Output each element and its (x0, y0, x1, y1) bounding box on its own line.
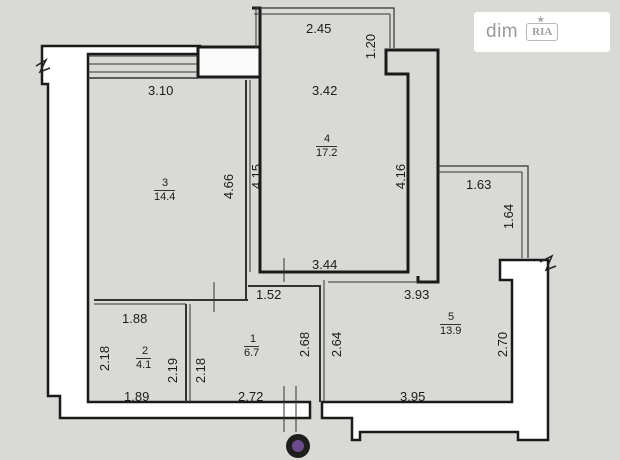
dim-room4-top: 3.42 (312, 83, 338, 98)
dim-room2-left: 2.18 (97, 345, 113, 372)
dim-room5-top: 3.93 (404, 287, 430, 302)
dim-room5-bottom: 3.95 (400, 389, 426, 404)
dim-room4-left: 4.15 (249, 163, 265, 190)
room4-area: 17.2 (316, 146, 338, 159)
dim-room4-right: 4.16 (393, 163, 409, 190)
dim-room2-bottom: 1.89 (124, 389, 150, 404)
dim-room1-left: 2.18 (193, 357, 209, 384)
dim-room5-left: 2.64 (329, 331, 345, 358)
window-block (196, 45, 262, 79)
dim-room3-top: 3.10 (148, 83, 174, 98)
dim-room1-bottom: 2.72 (238, 389, 264, 404)
room1-number: 1 (250, 333, 257, 345)
room2-number: 2 (142, 345, 149, 357)
room1-area: 6.7 (244, 346, 260, 359)
dim-side-balcony-width: 1.63 (466, 177, 492, 192)
side-balcony (438, 165, 529, 258)
watermark-brand: dim (486, 21, 519, 42)
outer-wall-bottom-right (320, 258, 550, 442)
watermark-badge: RIA (526, 15, 559, 41)
dim-room2-right: 2.19 (165, 357, 181, 384)
dimria-watermark-logo: dim RIA (474, 12, 610, 52)
dim-room5-right: 2.70 (495, 331, 511, 358)
dim-top-balcony-width: 2.45 (306, 21, 332, 36)
room3-number: 3 (162, 177, 169, 189)
dim-room4-bottom: 3.44 (312, 257, 338, 272)
dim-side-balcony-depth: 1.64 (501, 203, 517, 230)
room3-area: 14.4 (154, 190, 176, 203)
room4-number: 4 (324, 133, 331, 145)
dim-room1-right: 2.68 (297, 331, 313, 358)
room2-area: 4.1 (136, 358, 152, 371)
room4-wall (252, 6, 440, 284)
room5-number: 5 (448, 311, 455, 323)
dim-top-balcony-depth: 1.20 (363, 33, 379, 60)
dim-hall-step: 1.52 (256, 287, 282, 302)
dim-room2-top: 1.88 (122, 311, 148, 326)
dim-room3-height: 4.66 (221, 173, 237, 200)
room5-area: 13.9 (440, 324, 462, 337)
top-balcony (254, 7, 395, 48)
